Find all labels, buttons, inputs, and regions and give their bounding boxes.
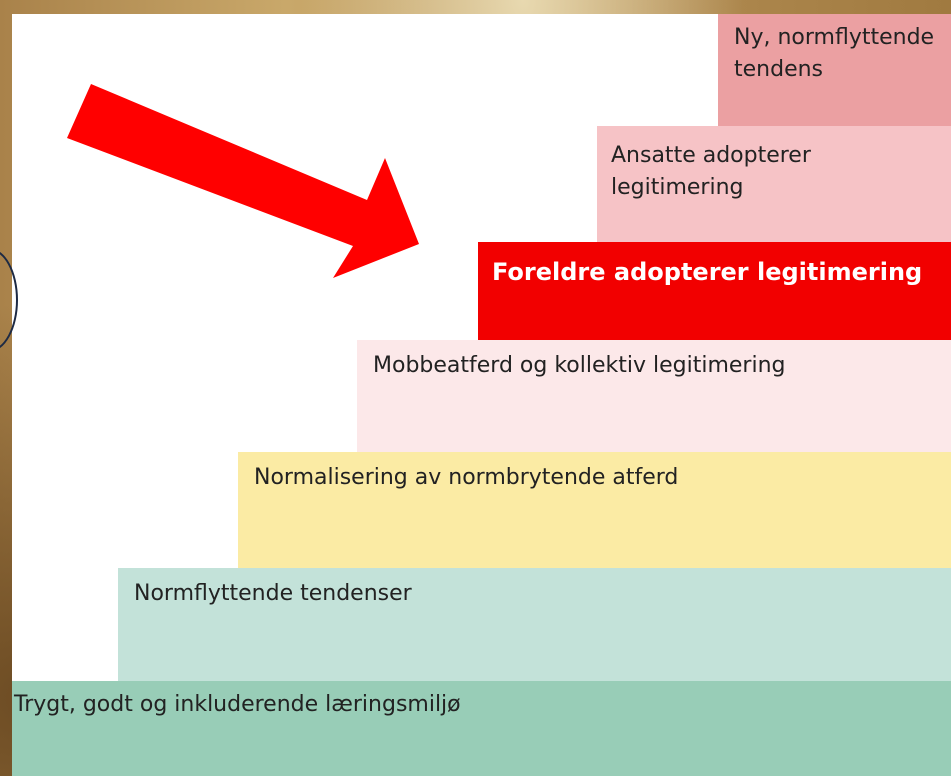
step-label-line1: Ny, normflyttende <box>734 25 935 50</box>
step-staff-adopt-legitimization: Ansatte adopterer legitimering <box>597 126 951 242</box>
arrow-shape <box>67 84 419 278</box>
step-label: Trygt, godt og inkluderende læringsmiljø <box>14 692 461 717</box>
step-label: Mobbeatferd og kollektiv legitimering <box>373 353 786 378</box>
staircase-slide: Ny, normflyttende tendens Ansatte adopte… <box>12 14 951 776</box>
step-norm-shifting-tendencies: Normflyttende tendenser <box>118 568 951 681</box>
step-bullying-collective-legitimization: Mobbeatferd og kollektiv legitimering <box>357 340 951 452</box>
step-label: Foreldre adopterer legitimering <box>492 258 923 286</box>
step-new-norm-shifting-tendency: Ny, normflyttende tendens <box>718 14 951 126</box>
step-label: Normalisering av normbrytende atferd <box>254 465 679 490</box>
step-parents-adopt-legitimization: Foreldre adopterer legitimering <box>478 242 951 340</box>
step-label-line2: legitimering <box>611 175 744 200</box>
step-label-line2: tendens <box>734 57 824 82</box>
step-safe-learning-environment: Trygt, godt og inkluderende læringsmiljø <box>12 681 951 776</box>
arrow-down-right-icon <box>67 84 419 278</box>
step-label: Normflyttende tendenser <box>134 581 412 606</box>
step-label-line1: Ansatte adopterer <box>611 143 811 168</box>
step-normalization: Normalisering av normbrytende atferd <box>238 452 951 568</box>
